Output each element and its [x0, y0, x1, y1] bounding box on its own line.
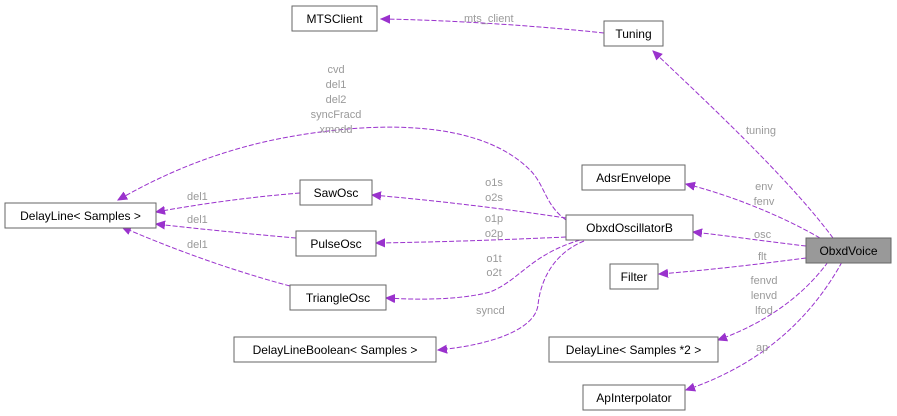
node-adsrenvelope[interactable]: AdsrEnvelope	[581, 164, 686, 191]
label-osc: osc	[754, 229, 772, 241]
label-del1: del1	[326, 79, 347, 91]
node-mtsclient[interactable]: MTSClient	[291, 5, 378, 32]
label-cvd: cvd	[327, 64, 344, 76]
label-tri-del1: del1	[187, 239, 208, 251]
label-xmodd: xmodd	[319, 124, 352, 136]
node-filter-label: Filter	[621, 270, 648, 284]
label-pulse-del1: del1	[187, 214, 208, 226]
label-syncfracd: syncFracd	[311, 109, 362, 121]
edge-osc-delayline	[118, 126, 567, 221]
edge-osc-pulseosc	[376, 236, 567, 243]
edge-obxdvoice-apinterpolator	[686, 261, 843, 390]
label-saw-del1: del1	[187, 191, 208, 203]
node-pulseosc[interactable]: PulseOsc	[295, 230, 377, 257]
edge-obxdvoice-delayline2	[718, 261, 829, 340]
node-adsrenvelope-label: AdsrEnvelope	[596, 171, 671, 185]
label-mts-client: mts_client	[464, 13, 514, 25]
label-o2t: o2t	[486, 267, 501, 279]
node-pulseosc-label: PulseOsc	[310, 237, 361, 251]
label-o2s: o2s	[485, 192, 503, 204]
node-apinterpolator[interactable]: ApInterpolator	[582, 384, 686, 411]
label-o2p: o2p	[485, 228, 503, 240]
label-o1t: o1t	[486, 253, 501, 265]
edge-obxdvoice-tuning	[653, 51, 834, 239]
edge-sawosc-delayline	[156, 192, 301, 212]
node-obxdoscillatorb[interactable]: ObxdOscillatorB	[565, 214, 694, 241]
edge-pulseosc-delayline	[156, 224, 297, 239]
label-flt: flt	[758, 251, 767, 263]
node-triangleosc[interactable]: TriangleOsc	[289, 284, 387, 311]
node-sawosc[interactable]: SawOsc	[299, 179, 373, 206]
node-sawosc-label: SawOsc	[314, 186, 359, 200]
node-obxdvoice-label: ObxdVoice	[819, 244, 877, 258]
edges	[118, 19, 843, 390]
label-syncd: syncd	[476, 305, 505, 317]
edge-tuning-mtsclient	[381, 19, 605, 34]
edge-obxdvoice-osc	[693, 232, 807, 247]
node-delaylineboolean-label: DelayLineBoolean< Samples >	[253, 343, 418, 357]
edge-osc-delaylineboolean	[438, 240, 585, 350]
edge-osc-triangleosc	[386, 239, 581, 299]
label-del2: del2	[326, 94, 347, 106]
edge-triangleosc-delayline	[122, 227, 291, 287]
nodes: MTSClient Tuning DelayLine< Samples > Sa…	[4, 5, 892, 411]
label-fenvd: fenvd	[751, 275, 778, 287]
edge-obxdvoice-adsr	[686, 184, 821, 239]
node-apinterpolator-label: ApInterpolator	[596, 391, 671, 405]
node-tuning[interactable]: Tuning	[603, 20, 664, 47]
edge-osc-sawosc	[372, 195, 567, 219]
node-triangleosc-label: TriangleOsc	[306, 291, 370, 305]
label-tuning: tuning	[746, 125, 776, 137]
label-lfod: lfod	[755, 305, 773, 317]
label-o1p: o1p	[485, 213, 503, 225]
label-env: env	[755, 181, 773, 193]
node-tuning-label: Tuning	[615, 27, 651, 41]
node-filter[interactable]: Filter	[609, 263, 659, 290]
node-obxdvoice[interactable]: ObxdVoice	[805, 237, 892, 264]
label-ap: ap	[756, 342, 768, 354]
edge-obxdvoice-filter	[659, 257, 807, 274]
node-delayline[interactable]: DelayLine< Samples >	[4, 202, 157, 229]
node-delayline2-label: DelayLine< Samples *2 >	[566, 343, 701, 357]
node-delayline2[interactable]: DelayLine< Samples *2 >	[548, 336, 719, 363]
label-fenv: fenv	[754, 196, 775, 208]
node-obxdoscillatorb-label: ObxdOscillatorB	[586, 221, 673, 235]
node-delayline-label: DelayLine< Samples >	[20, 209, 141, 223]
label-lenvd: lenvd	[751, 290, 777, 302]
node-delaylineboolean[interactable]: DelayLineBoolean< Samples >	[233, 336, 437, 363]
node-mtsclient-label: MTSClient	[306, 12, 363, 26]
label-o1s: o1s	[485, 177, 503, 189]
edge-labels: mts_client tuning cvd del1 del2 syncFrac…	[187, 13, 777, 354]
